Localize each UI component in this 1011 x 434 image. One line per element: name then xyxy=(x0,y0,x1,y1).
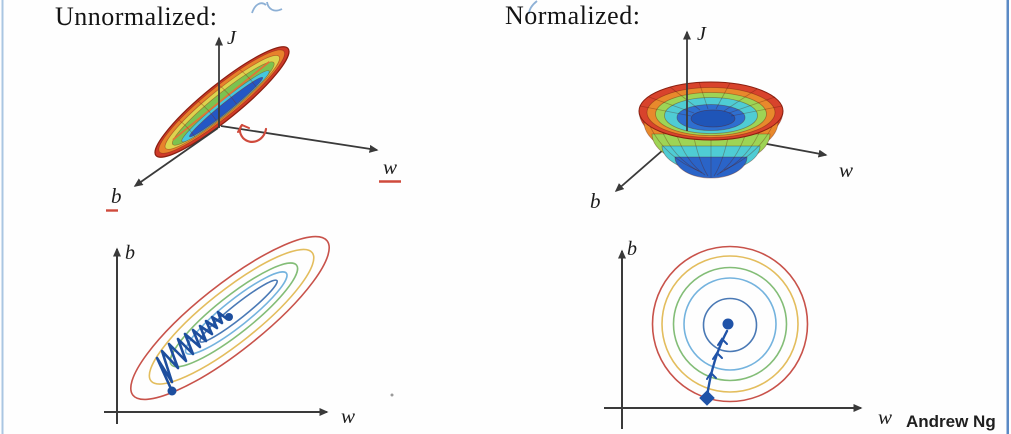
surface-normalized-bowl xyxy=(638,81,784,179)
w-axis-label: w xyxy=(383,155,397,179)
handwriting-fragment-right xyxy=(528,0,538,15)
contours-normalized xyxy=(651,245,809,403)
w-axis xyxy=(220,125,379,153)
title-normalized: Normalized: xyxy=(505,1,640,30)
bowl-mesh-interior xyxy=(639,81,783,117)
b-axis-label: b xyxy=(111,184,122,208)
axes-unnormalized-3d xyxy=(133,36,379,187)
credit-andrew-ng: Andrew Ng xyxy=(906,412,996,431)
slide-border-left xyxy=(1,0,4,434)
j-axis-label: J xyxy=(697,23,707,45)
axes-contour-unnormalized xyxy=(104,247,329,424)
speck xyxy=(390,393,394,397)
surface-mesh xyxy=(177,68,257,138)
j-axis-label: J xyxy=(227,27,237,49)
title-unnormalized: Unnormalized: xyxy=(55,2,217,31)
minimum-dot xyxy=(225,313,233,321)
start-point xyxy=(167,386,177,396)
b-axis-label: b xyxy=(125,242,135,264)
w-axis-label: w xyxy=(839,158,853,182)
b-axis-label: b xyxy=(627,238,637,260)
slide-border-right xyxy=(1006,0,1009,434)
w-axis-label: w xyxy=(341,404,355,428)
b-axis-label: b xyxy=(590,189,601,213)
handwriting-fragment-left xyxy=(251,1,283,14)
surface-unnormalized xyxy=(154,46,290,158)
contours-unnormalized xyxy=(130,235,330,401)
start-point xyxy=(699,390,715,406)
axes-contour-normalized xyxy=(604,249,863,429)
w-axis-label: w xyxy=(878,405,892,429)
red-annotation-arrow xyxy=(237,123,268,143)
b-axis xyxy=(133,127,219,187)
gradient-descent-path-unnormalized xyxy=(155,310,233,396)
minimum-dot xyxy=(722,318,734,330)
